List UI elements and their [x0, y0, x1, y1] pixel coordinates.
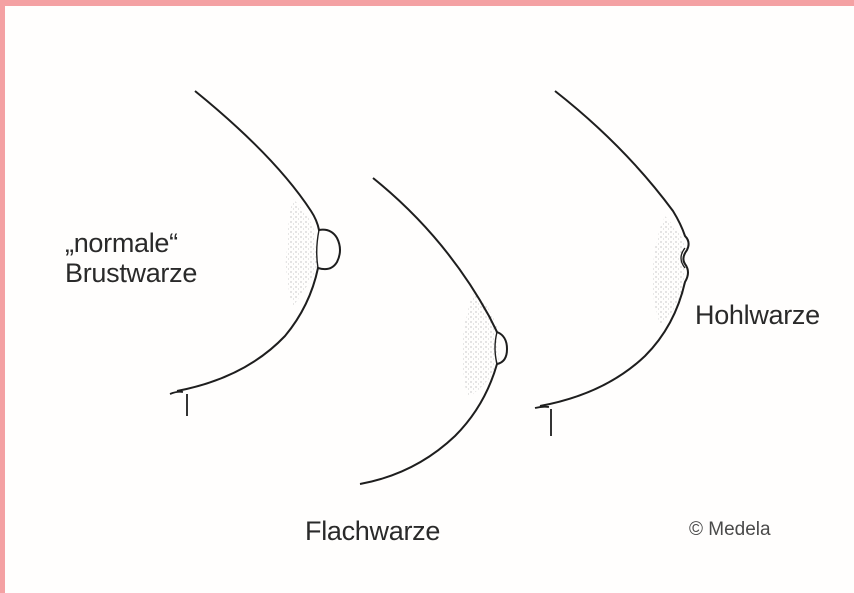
flat-areola-shading	[462, 291, 499, 398]
normal-base-line	[170, 392, 187, 416]
inverted-base-line	[535, 407, 551, 436]
inverted-areola-shading	[652, 216, 685, 324]
label-normal-line2: Brustwarze	[65, 258, 197, 288]
inverted-nipple-profile	[535, 91, 689, 436]
normal-breast-outline	[177, 91, 340, 391]
normal-nipple	[317, 230, 319, 268]
label-normal-nipple: „normale“ Brustwarze	[65, 228, 197, 288]
copyright-notice: © Medela	[689, 519, 771, 541]
label-normal-line1: „normale“	[65, 228, 197, 258]
flat-nipple-profile	[360, 178, 507, 484]
label-flat-nipple: Flachwarze	[305, 516, 440, 546]
label-inverted-nipple: Hohlwarze	[695, 300, 820, 330]
